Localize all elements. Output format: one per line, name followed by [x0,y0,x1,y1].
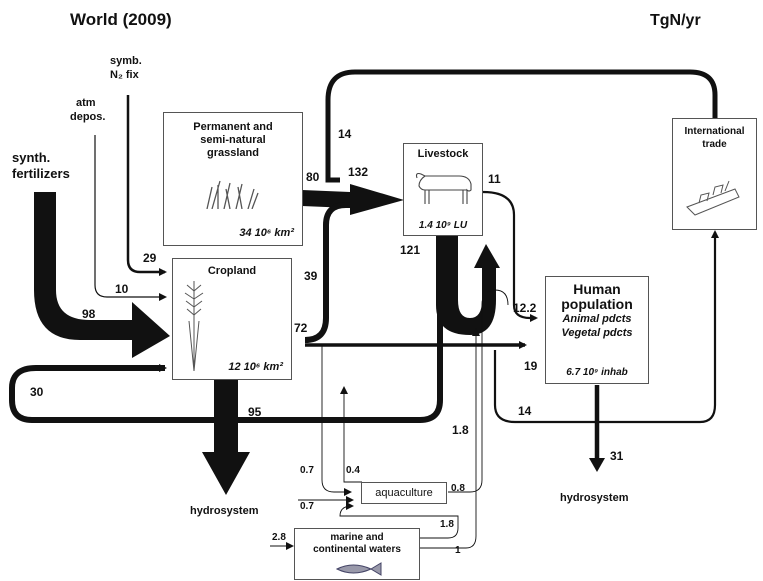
waters-title-2: continental waters [313,544,401,555]
symb-fix-label-1: symb. [110,55,142,67]
human-box: Human population Animal pdcts Vegetal pd… [545,276,649,384]
flow-label-waters-human: 1 [455,545,461,556]
units-label: TgN/yr [650,12,701,29]
grassland-title-1: Permanent and [193,121,273,133]
aquaculture-title: aquaculture [375,487,433,499]
synth-fert-label-2: fertilizers [12,166,70,181]
aqua-crop-arrow [340,386,362,483]
crop-livestock-arrow [304,202,352,343]
human-trade-arrow [493,230,719,424]
flow-label-human-in: 19 [524,359,538,373]
livestock-units: 1.4 10⁹ LU [418,220,468,231]
flow-label-aqua-human: 0.8 [451,483,465,494]
flow-label-aqua-crop: 0.4 [346,465,360,476]
wheat-icon [184,281,204,371]
flow-label-recycle: 121 [400,243,420,257]
synth-fert-label-1: synth. [12,150,50,165]
grassland-livestock-arrow [302,184,404,215]
human-title-2: population [561,296,633,312]
cropland-box: Cropland 12 10⁶ km² [172,258,292,380]
waters-aqua-arrow [339,502,459,539]
hydrosystem-left: hydrosystem [190,505,259,517]
trade-title-1: International [684,126,745,137]
flow-label-crop-out: 72 [294,321,308,335]
grassland-title-3: grassland [207,147,259,159]
flow-label-fert: 98 [82,307,96,321]
flow-label-crop-aqua: 0.7 [300,465,314,476]
trade-box: International trade [672,118,757,230]
fish-icon [335,562,382,576]
flow-label-waters-aqua: 1.8 [440,519,454,530]
human-sub-animal: Animal pdcts [562,313,632,325]
livestock-title: Livestock [417,148,469,160]
hydrosystem-right: hydrosystem [560,492,629,504]
cropland-area: 12 10⁶ km² [228,361,283,373]
human-loss-head [589,458,605,472]
page-title: World (2009) [70,10,172,29]
human-population-count: 6.7 10⁹ inhab [566,367,628,378]
ship-icon [686,180,740,216]
cropland-loss-arrow [202,380,250,495]
flow-label-atm: 10 [115,282,129,296]
flow-label-trade-loop: 14 [338,127,352,141]
atm-depos-arrow [94,135,167,301]
flow-label-live-total: 132 [348,165,368,179]
waters-box: marine and continental waters [294,528,420,580]
flow-label-human-trade: 14 [518,404,532,418]
livestock-box: Livestock 1.4 10⁹ LU [403,143,483,236]
synth-fertilizers-arrow [34,192,170,358]
atm-depos-label-1: atm [76,97,96,109]
flow-label-grass-live: 80 [306,170,320,184]
flow-label-feedback: 30 [30,385,44,399]
livestock-human-arrow [482,190,538,322]
grassland-area: 34 10⁶ km² [239,227,294,239]
flow-label-aqua-return: 1.8 [452,423,469,437]
cow-icon [415,172,472,204]
human-title-1: Human [573,281,621,297]
trade-title-2: trade [702,139,727,150]
trade-loop-arrow [325,69,718,183]
crop-aqua-arrow [321,345,352,496]
waters-title-1: marine and [330,532,384,543]
flow-label-human-loss: 31 [610,449,624,463]
flow-label-ext-waters: 2.8 [272,532,286,543]
flow-label-crop-loss: 95 [248,405,262,419]
symb-fix-arrow [126,95,167,276]
aqua-human-arrow [448,289,509,493]
flow-label-live-trade: 11 [488,172,501,186]
atm-depos-label-2: depos. [70,111,105,123]
flow-label-symb: 29 [143,251,157,265]
flow-label-crop-live: 39 [304,269,318,283]
flow-label-to-human: 12.2 [513,301,537,315]
feedback-loop-arrow [9,300,443,423]
aquaculture-box: aquaculture [361,482,447,504]
symb-fix-label-2: N₂ fix [110,69,140,81]
grassland-title-2: semi-natural [200,134,266,146]
livestock-recycle-arrow [436,236,500,335]
grass-icon [206,180,259,209]
cropland-title: Cropland [207,265,257,277]
human-sub-vegetal: Vegetal pdcts [561,327,633,339]
flow-label-ext-aqua: 0.7 [300,501,314,512]
waters-human-arrow [420,328,480,549]
grassland-box: Permanent and semi-natural grassland 34 … [163,112,303,246]
